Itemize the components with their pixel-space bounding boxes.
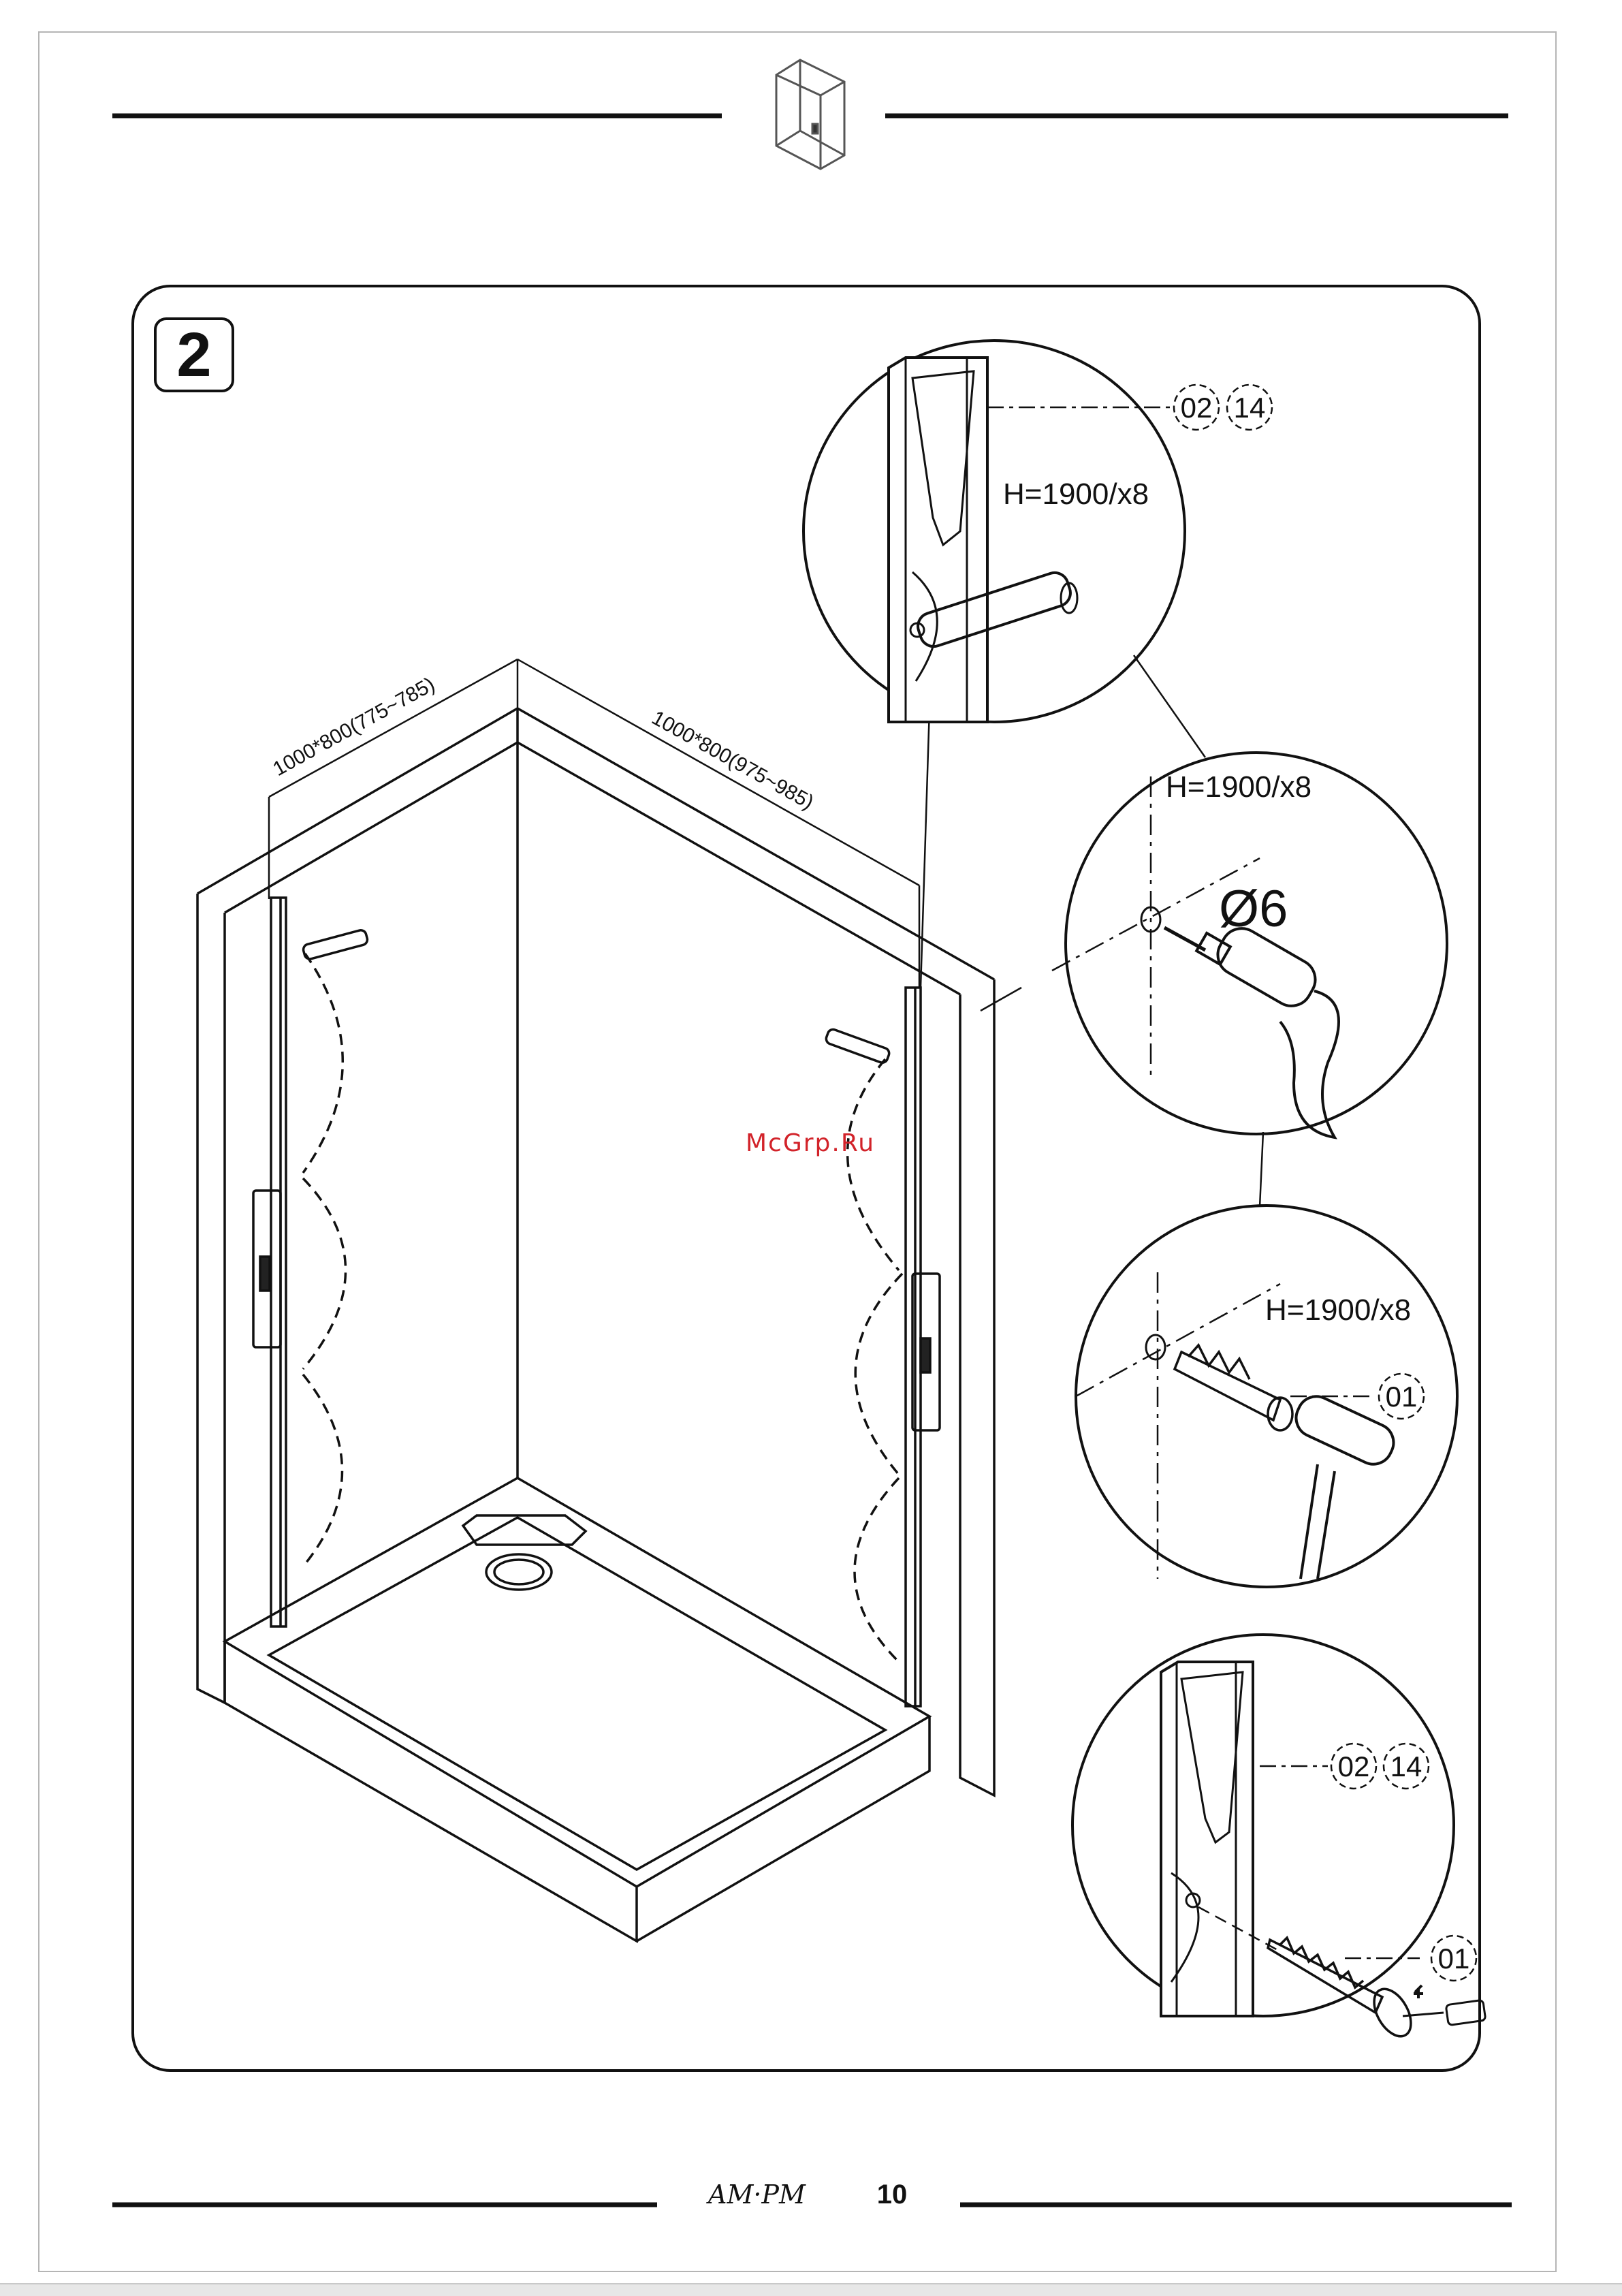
step-number-badge: 2 bbox=[154, 317, 234, 392]
brand-logo: AM·PM bbox=[708, 2180, 806, 2209]
drill-diameter-label: Ø6 bbox=[1219, 880, 1288, 938]
callout-4-part-2: 14 bbox=[1390, 1750, 1422, 1782]
wall-plug-icon bbox=[1175, 1345, 1292, 1430]
shower-tray bbox=[225, 1478, 929, 1941]
leader-line bbox=[921, 708, 929, 988]
left-wall-profile bbox=[253, 898, 368, 1626]
callout-1-part-2: 14 bbox=[1234, 392, 1266, 424]
callout-4-part-3: 01 bbox=[1438, 1943, 1470, 1975]
step-frame bbox=[133, 286, 1480, 2071]
leader-line bbox=[1260, 1132, 1263, 1207]
callout-3-part-1: 01 bbox=[1386, 1381, 1418, 1413]
wall-plug-icon bbox=[302, 929, 368, 960]
page-number: 10 bbox=[851, 2180, 933, 2210]
callout-3-height-label: H=1900/x8 bbox=[1265, 1293, 1411, 1327]
wall-plug-icon bbox=[825, 1028, 891, 1064]
hammer-icon bbox=[1290, 1390, 1399, 1579]
screwdriver-icon bbox=[1403, 1985, 1486, 2026]
callout-drill bbox=[1052, 753, 1447, 1137]
callout-1-height-label: H=1900/x8 bbox=[1003, 477, 1149, 511]
callout-1-part-1: 02 bbox=[1181, 392, 1213, 424]
dimension-left-label: 1000*800(775~785) bbox=[269, 673, 439, 781]
callout-2-height-label: H=1900/x8 bbox=[1166, 770, 1311, 804]
callout-screw bbox=[1072, 1635, 1486, 2043]
drill-icon bbox=[1164, 921, 1339, 1137]
leader-line bbox=[1134, 655, 1205, 757]
right-wall-profile bbox=[825, 988, 940, 1706]
shower-cabin-icon bbox=[776, 60, 844, 169]
callout-4-part-1: 02 bbox=[1338, 1750, 1370, 1782]
shower-walls bbox=[197, 708, 994, 1795]
watermark: McGrp.Ru bbox=[746, 1129, 875, 1157]
screw-icon bbox=[1268, 1938, 1418, 2043]
